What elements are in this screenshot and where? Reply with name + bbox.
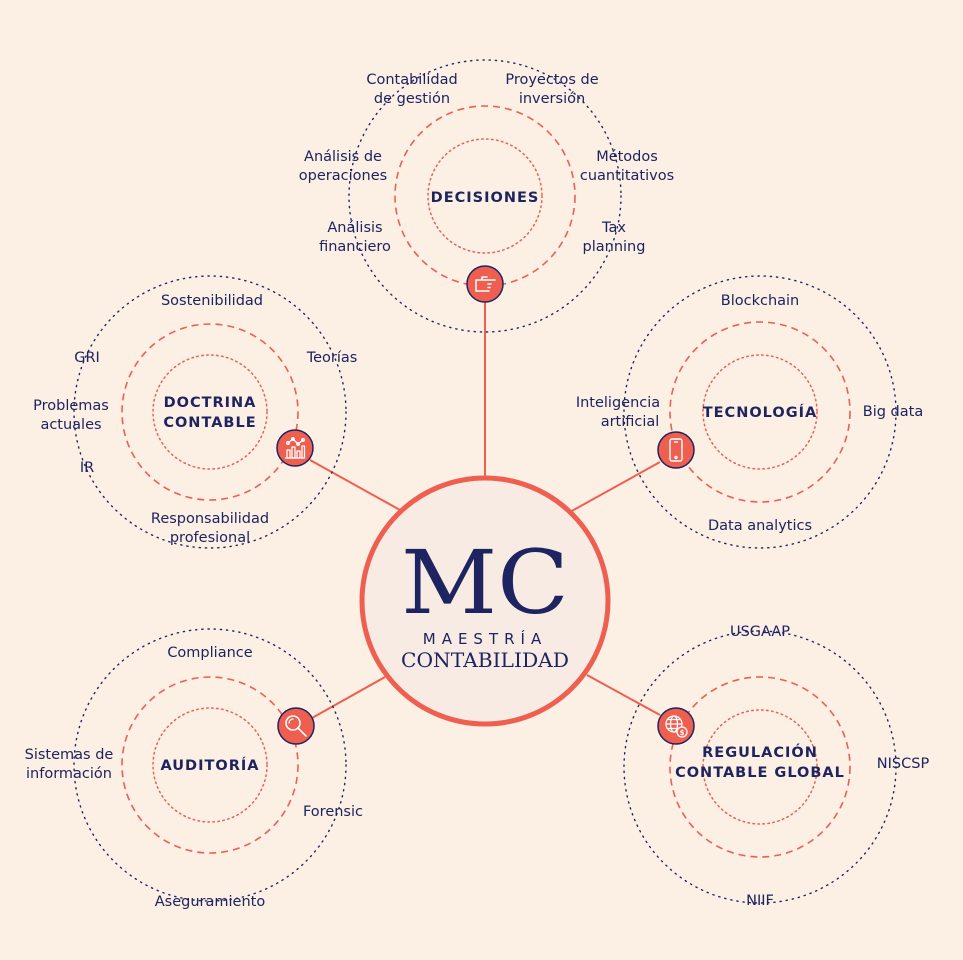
topic-label: GRI: [74, 350, 100, 366]
middle-dashed-ring: [394, 105, 576, 287]
topic-label: Blockchain: [721, 293, 799, 309]
inner-dotted-ring: [427, 138, 543, 254]
logo-title: CONTABILIDAD: [401, 648, 569, 672]
middle-dashed-ring: [121, 323, 299, 501]
middle-dashed-ring: [669, 676, 851, 858]
cluster-title-line: DOCTRINA: [164, 395, 257, 411]
topic-label: Data analytics: [708, 518, 812, 534]
center-logo: MC MAESTRÍA CONTABILIDAD: [359, 475, 611, 727]
outer-dotted-ring: [348, 59, 622, 333]
outer-dotted-ring: [623, 630, 897, 904]
cluster-regulacion-contable-global: REGULACIÓN CONTABLE GLOBAL USGAAP NISCSP…: [623, 624, 930, 909]
topic-label: Big data: [863, 404, 923, 420]
connector-tecnologia: [569, 461, 661, 513]
cluster-title-line: CONTABLE GLOBAL: [675, 765, 845, 781]
inner-dotted-ring: [702, 354, 818, 470]
topic-label: Compliance: [167, 645, 252, 661]
center-circle: [359, 475, 611, 727]
connector-lines: [309, 300, 661, 719]
inner-dotted-ring: [152, 354, 268, 470]
magnifier-icon: [277, 707, 315, 745]
inner-dotted-ring: [152, 707, 268, 823]
smartphone-icon: [657, 431, 695, 469]
topic-label: Forensic: [303, 804, 363, 820]
topic-label: USGAAP: [730, 624, 790, 640]
topic-label: NIIF: [746, 893, 774, 909]
cluster-title-line: CONTABLE: [163, 415, 256, 431]
middle-dashed-ring: [121, 676, 299, 854]
cluster-doctrina-contable: DOCTRINA CONTABLE Sostenibilidad GRI Teo…: [33, 275, 358, 549]
topic-label: Sostenibilidad: [161, 293, 263, 309]
logo-monogram: MC: [401, 531, 569, 634]
svg-text:$: $: [680, 729, 685, 737]
topic-label: IR: [80, 460, 94, 476]
cluster-title-line: AUDITORÍA: [161, 757, 260, 774]
inner-dotted-ring: [702, 709, 818, 825]
outer-dotted-ring: [73, 628, 347, 902]
logo-subtitle: MAESTRÍA: [423, 629, 547, 648]
topic-label: Teorías: [306, 350, 358, 366]
middle-dashed-ring: [669, 321, 851, 503]
outer-dotted-ring: [623, 275, 897, 549]
cluster-title-line: TECNOLOGÍA: [703, 404, 817, 421]
connector-regulacion: [586, 674, 661, 716]
pointing-hand-icon: [466, 265, 504, 303]
cluster-title-line: REGULACIÓN: [702, 743, 818, 761]
connector-auditoria: [311, 676, 386, 719]
connector-doctrina: [309, 459, 401, 511]
globe-dollar-icon: $: [657, 707, 695, 745]
topic-label: Aseguramiento: [155, 894, 266, 910]
outer-dotted-ring: [73, 275, 347, 549]
bar-chart-icon: [276, 429, 314, 467]
cluster-title-line: DECISIONES: [431, 190, 540, 206]
topic-label: NISCSP: [877, 756, 930, 772]
